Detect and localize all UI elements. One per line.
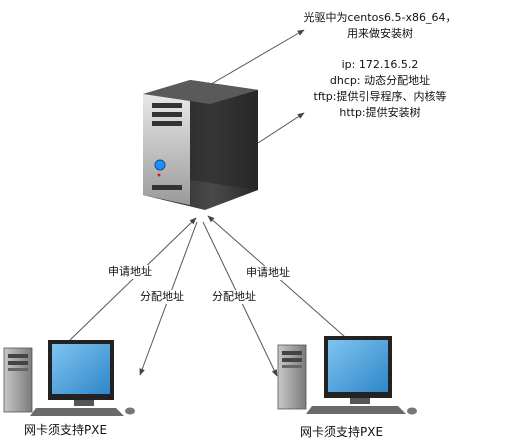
server-icon [143, 80, 258, 210]
left-client-computer-icon [3, 340, 135, 416]
right-assign-label: 分配地址 [212, 290, 256, 304]
left-assign-label: 分配地址 [140, 290, 184, 304]
services-note: ip: 172.16.5.2 dhcp: 动态分配地址 tftp:提供引导程序、… [290, 57, 470, 121]
right-request-label: 申请地址 [246, 266, 290, 280]
left-request-line [69, 217, 197, 341]
right-client-caption: 网卡须支持PXE [300, 425, 384, 439]
ip-label: ip: 172.16.5.2 [341, 58, 419, 71]
cdrom-note-line2: 用来做安装树 [347, 27, 413, 40]
http-label: http:提供安装树 [339, 106, 421, 119]
dhcp-label: dhcp: 动态分配地址 [329, 74, 431, 87]
right-client-computer-icon [277, 336, 417, 415]
cdrom-note: 光驱中为centos6.5-x86_64， 用来做安装树 [290, 10, 470, 42]
left-client-caption: 网卡须支持PXE [24, 423, 108, 437]
left-request-label: 申请地址 [108, 265, 152, 279]
tftp-label: tftp:提供引导程序、内核等 [313, 90, 447, 103]
arrow-to-services-note [257, 112, 305, 144]
cdrom-note-line1: 光驱中为centos6.5-x86_64， [303, 11, 457, 24]
